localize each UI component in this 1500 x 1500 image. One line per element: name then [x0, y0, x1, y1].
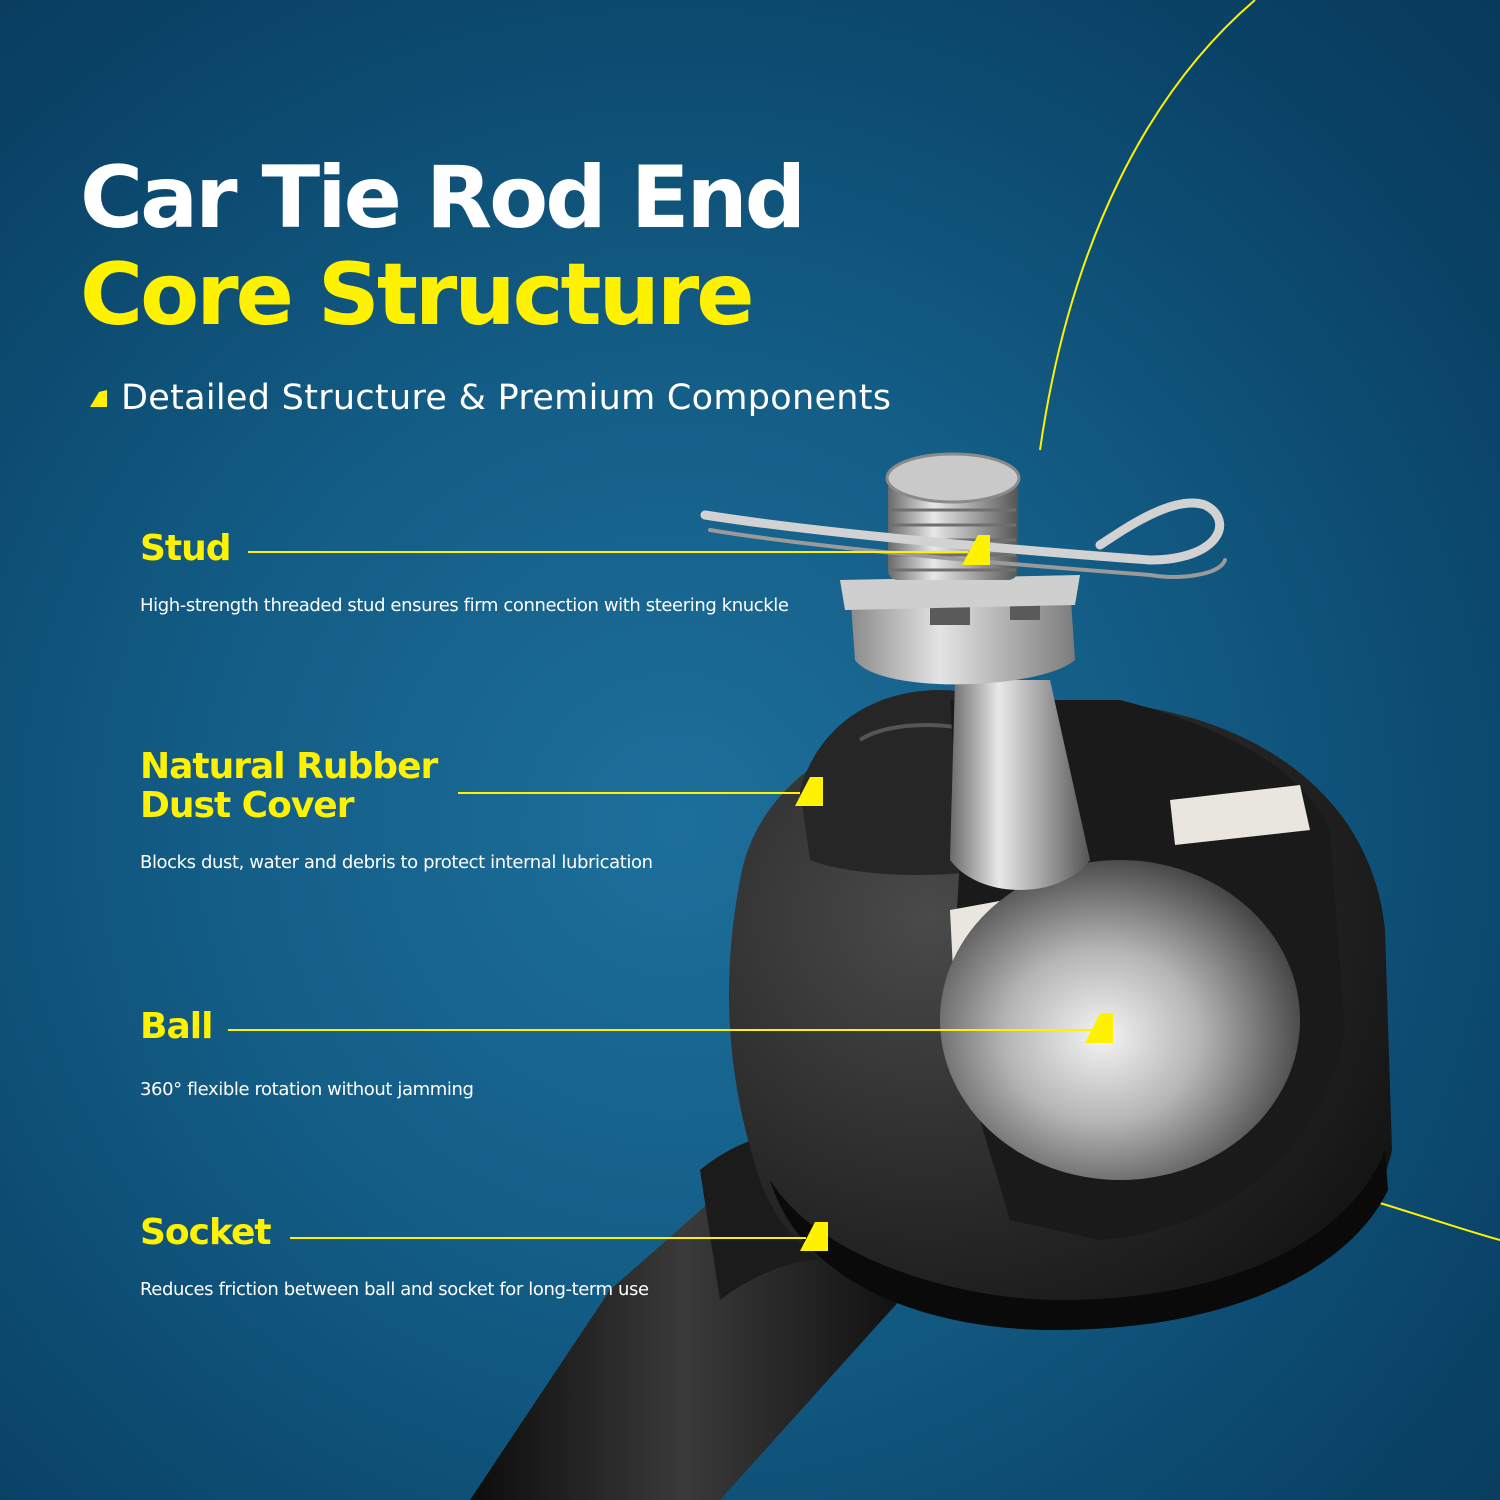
feature-name: Socket	[140, 1212, 272, 1253]
feature-stud: Stud High-strength threaded stud ensures…	[140, 528, 789, 616]
ball-marker-icon	[1085, 1013, 1113, 1043]
dust-cover-marker-icon	[795, 777, 823, 806]
socket-marker-icon	[800, 1222, 828, 1251]
title-line-2: Core Structure	[80, 245, 755, 345]
decorative-arc-lower	[1369, 1199, 1500, 1241]
feature-name: Natural Rubber Dust Cover	[140, 746, 438, 826]
feature-ball: Ball 360° flexible rotation without jamm…	[140, 1006, 474, 1100]
yellow-corner-marker-icon	[90, 389, 107, 407]
cotter-pin	[700, 498, 1225, 565]
feature-description: Blocks dust, water and debris to protect…	[140, 851, 653, 873]
stud-neck	[950, 680, 1090, 890]
subtitle: Detailed Structure & Premium Components	[90, 378, 891, 418]
feature-name: Stud	[140, 528, 232, 569]
feature-socket: Socket Reduces friction between ball and…	[140, 1212, 649, 1300]
feature-name: Ball	[140, 1006, 213, 1047]
feature-description: 360° flexible rotation without jamming	[140, 1078, 474, 1100]
feature-description: Reduces friction between ball and socket…	[140, 1278, 649, 1300]
subtitle-text: Detailed Structure & Premium Components	[121, 378, 892, 418]
feature-description: High-strength threaded stud ensures firm…	[140, 594, 789, 616]
title-line-1: Car Tie Rod End	[80, 148, 806, 248]
ball-joint	[940, 860, 1300, 1180]
decorative-arc	[1039, 0, 1256, 451]
feature-dust-cover: Natural Rubber Dust Cover Blocks dust, w…	[140, 746, 653, 873]
stud-marker-icon	[962, 535, 990, 565]
